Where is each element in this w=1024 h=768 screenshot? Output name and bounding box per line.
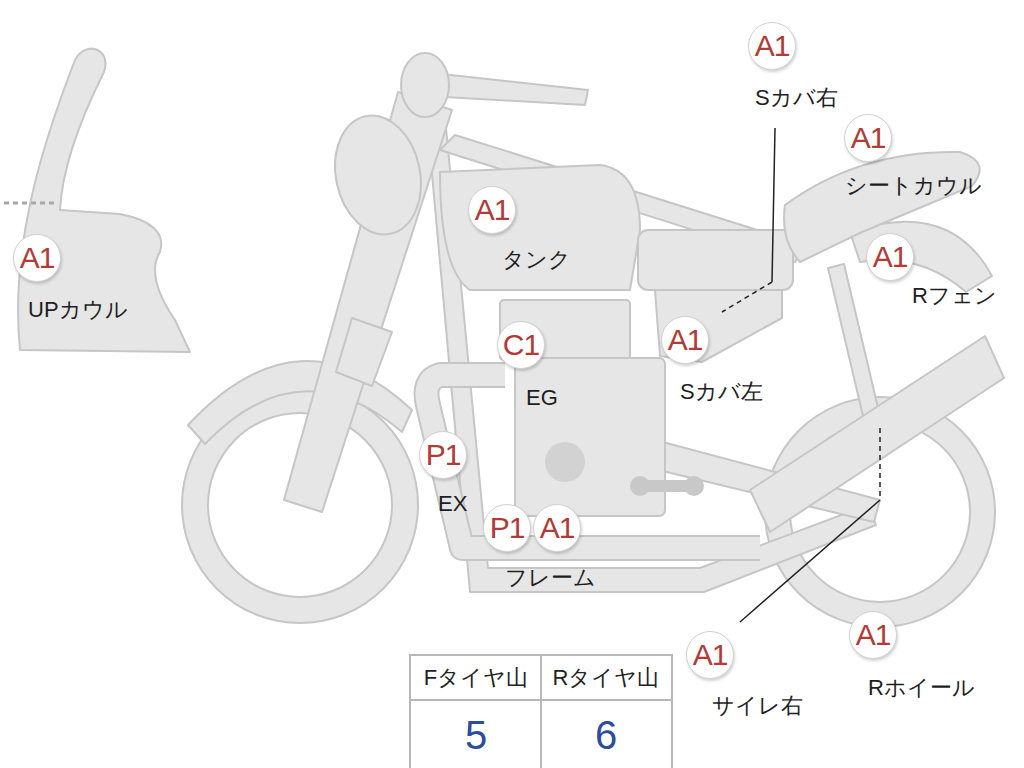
callout-code: A1 [20, 243, 55, 273]
callout-code: A1 [475, 195, 510, 225]
callout-circle: A1 [661, 316, 709, 364]
part-name: Sカバ右 [755, 86, 838, 110]
callout-circle: P1 [419, 431, 467, 479]
part-name: シートカウル [845, 174, 982, 198]
table-header: Fタイヤ山 [424, 666, 528, 690]
callout-code: A1 [755, 31, 790, 61]
callout-node: A1UPカウル [13, 234, 61, 282]
callout-code: A1 [851, 123, 886, 153]
callout-circle: P1 [483, 504, 531, 552]
table-value: 5 [465, 713, 487, 757]
callout-code: A1 [873, 242, 908, 272]
callout-code: C1 [503, 330, 539, 360]
callout-code: A1 [856, 620, 891, 650]
callout-code: A1 [693, 640, 728, 670]
part-name: Rホイール [868, 676, 975, 700]
part-name: フレーム [505, 566, 596, 590]
callout-node: P1EX [419, 431, 467, 479]
part-name: Rフェン [912, 284, 997, 308]
part-name: Sカバ左 [680, 380, 763, 404]
callout-code: P1 [490, 513, 525, 543]
callout-circle: C1 [497, 321, 545, 369]
callout-node: A1Sカバ右 [748, 22, 796, 70]
table-value: 6 [595, 713, 617, 757]
callout-circle: A1 [844, 114, 892, 162]
callout-circle: A1 [866, 233, 914, 281]
callout-circle: A1 [686, 631, 734, 679]
callout-circle: A1 [468, 186, 516, 234]
callout-circle: A1 [13, 234, 61, 282]
part-name: EX [438, 492, 467, 516]
part-name: タンク [502, 248, 571, 272]
callout-node: A1Sカバ左 [661, 316, 709, 364]
part-name: UPカウル [28, 298, 128, 322]
callout-node: A1フレーム [533, 504, 581, 552]
callout-node: A1シートカウル [844, 114, 892, 162]
callout-circle: A1 [849, 611, 897, 659]
callout-code: P1 [426, 440, 461, 470]
callout-circle: A1 [533, 504, 581, 552]
callout-code: A1 [540, 513, 575, 543]
callout-node: P1 [483, 504, 531, 552]
callout-node: C1EG [497, 321, 545, 369]
callout-node: A1サイレ右 [686, 631, 734, 679]
callout-circle: A1 [748, 22, 796, 70]
callout-node: A1タンク [468, 186, 516, 234]
part-name: サイレ右 [712, 694, 803, 718]
callout-node: A1Rホイール [849, 611, 897, 659]
callout-code: A1 [668, 325, 703, 355]
part-name: EG [526, 386, 558, 410]
table-header: Rタイヤ山 [553, 666, 660, 690]
callout-node: A1Rフェン [866, 233, 914, 281]
